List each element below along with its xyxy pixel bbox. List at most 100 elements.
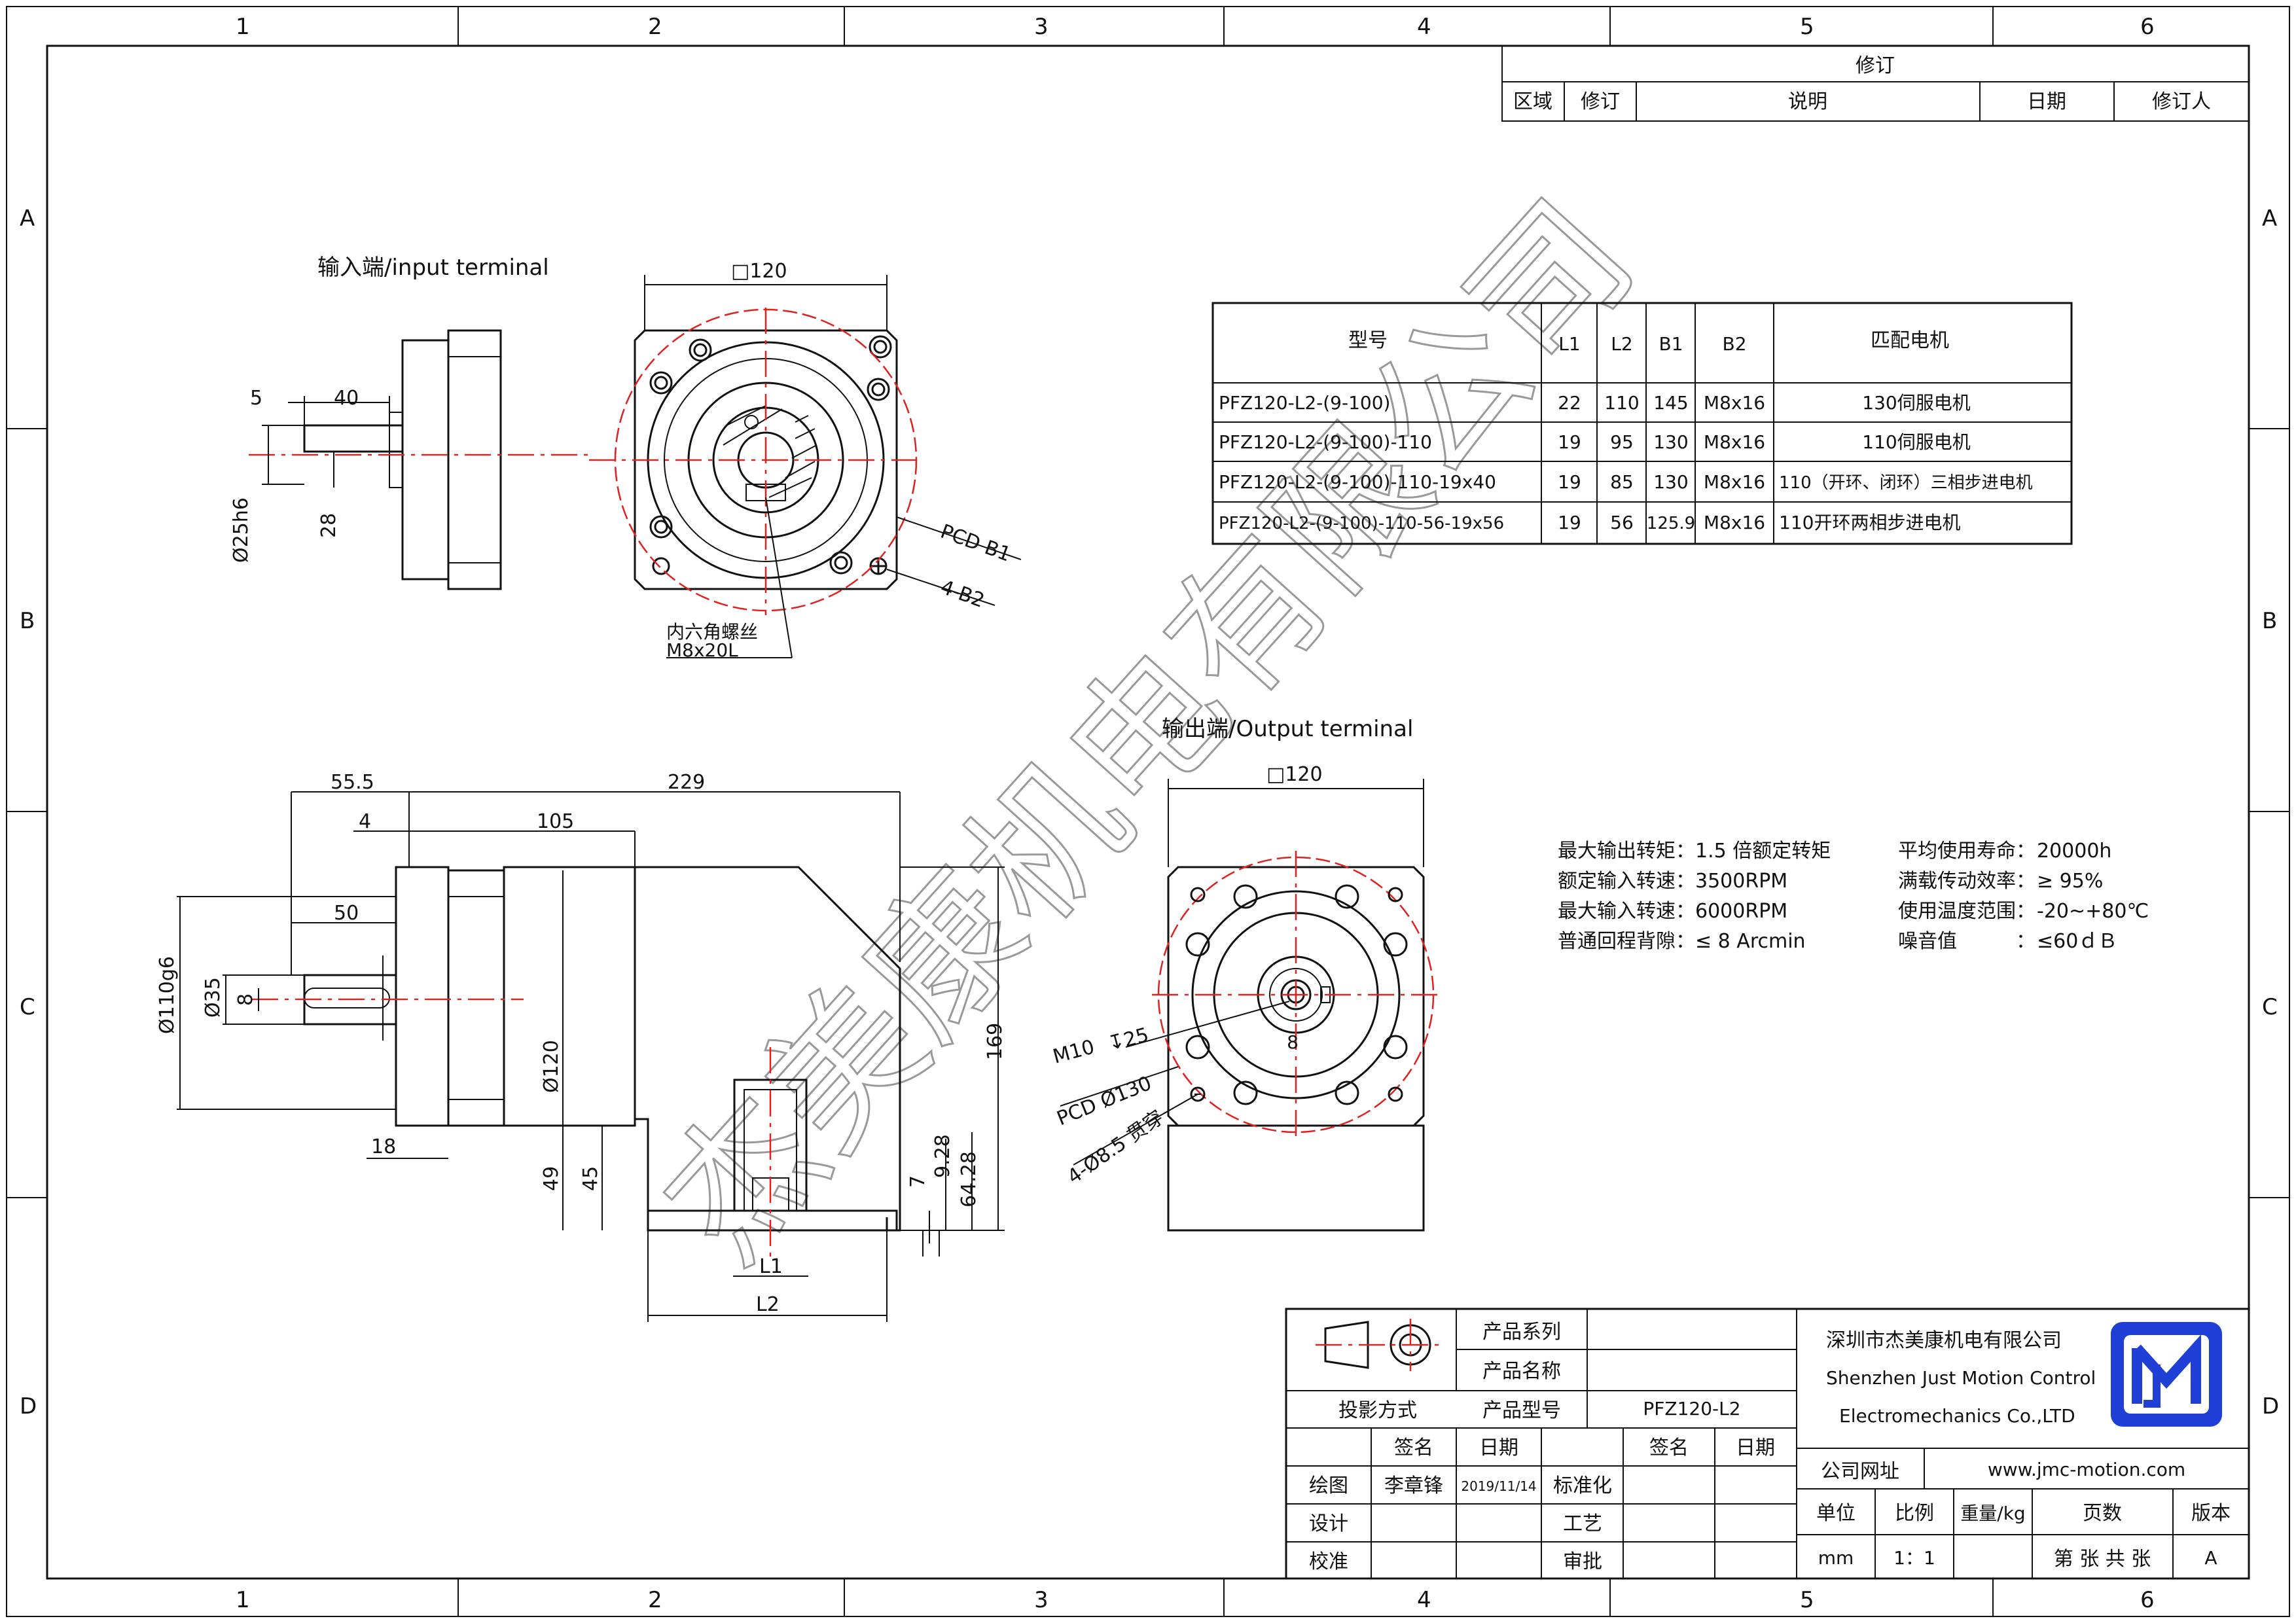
spec-list: 最大输出转矩 ： 1.5 倍额定转矩 额定输入转速 ： 3500RPM 最大输入… — [1558, 840, 2149, 953]
table-row: PFZ120-L2-(9-100)-110-56-19x56 19 56 125… — [1219, 512, 1960, 533]
table-cell: M8x16 — [1704, 471, 1765, 493]
spec-sep: ： — [1676, 840, 1695, 863]
dim-label: 18 — [371, 1135, 396, 1158]
table-cell: 95 — [1610, 431, 1634, 453]
spec-value: ≥ 95% — [2037, 870, 2103, 893]
dim-label: Ø110g6 — [156, 956, 179, 1034]
input-holes-label: 4-B2 — [937, 576, 987, 613]
tb-sign: 签名 — [1649, 1436, 1689, 1459]
tb-date: 日期 — [1479, 1436, 1518, 1459]
spec-sep: ： — [1676, 900, 1695, 923]
tb-pages: 第 张 共 张 — [2054, 1548, 2151, 1571]
table-cell: 130伺服电机 — [1862, 392, 1970, 414]
revision-header: 区域 — [1513, 90, 1552, 113]
table-cell: 110 — [1604, 392, 1639, 414]
revision-header: 说明 — [1788, 90, 1827, 113]
tb-version-label: 版本 — [2191, 1502, 2231, 1525]
table-cell: M8x16 — [1704, 431, 1765, 453]
hatch-area — [723, 405, 817, 498]
revision-header: 修订人 — [2152, 90, 2211, 113]
spec-value: 1.5 倍额定转矩 — [1695, 840, 1831, 863]
table-cell: 130 — [1653, 471, 1688, 493]
spec-label: 满载传动效率 — [1898, 870, 2016, 893]
tb-date: 日期 — [1736, 1436, 1775, 1459]
spec-sep: ： — [2016, 870, 2036, 893]
grid-row-label: B — [2262, 608, 2277, 634]
revision-table: 修订 区域 修订 说明 日期 修订人 — [1501, 45, 2250, 122]
grid-col-label: 6 — [2140, 1587, 2155, 1613]
input-view-title: 输入端/input terminal — [317, 255, 549, 281]
dim-label: 169 — [984, 1023, 1007, 1060]
revision-header: 日期 — [2027, 90, 2066, 113]
screw-label-1: 内六角螺丝 — [666, 621, 758, 643]
tb-drawn: 绘图 — [1309, 1474, 1348, 1497]
dim-label: 229 — [668, 771, 705, 794]
tb-product-name: 产品名称 — [1482, 1360, 1561, 1383]
dim-label: 49 — [540, 1166, 563, 1191]
revision-header: 修订 — [1581, 90, 1620, 113]
spec-sep: ： — [2016, 840, 2036, 863]
tb-approve: 审批 — [1563, 1550, 1602, 1573]
tb-weight-label: 重量/kg — [1960, 1503, 2025, 1524]
spec-label: 使用温度范围 — [1898, 900, 2016, 923]
grid-col-label: 6 — [2140, 14, 2155, 40]
output-view-title: 输出端/Output terminal — [1162, 716, 1413, 742]
tb-sign: 签名 — [1394, 1436, 1433, 1459]
spec-value: 6000RPM — [1695, 900, 1787, 923]
screw-label-2: M8x20L — [666, 639, 738, 661]
tb-drawn-date: 2019/11/14 — [1461, 1478, 1536, 1494]
tb-website: www.jmc-motion.com — [1988, 1459, 2185, 1480]
grid-row-label: D — [20, 1393, 37, 1419]
dim-label: Ø120 — [540, 1040, 563, 1093]
table-cell: 110（开环、闭环）三相步进电机 — [1779, 473, 2033, 493]
output-square-dim: □120 — [1266, 763, 1323, 786]
dim-label: 8 — [234, 993, 257, 1006]
table-header: B2 — [1722, 333, 1746, 355]
tb-website-label: 公司网址 — [1821, 1460, 1899, 1483]
tb-model-value: PFZ120-L2 — [1643, 1398, 1740, 1419]
table-cell: 19 — [1558, 471, 1581, 493]
grid-col-label: 2 — [648, 14, 662, 40]
table-header: 型号 — [1348, 329, 1388, 352]
table-cell: PFZ120-L2-(9-100)-110-56-19x56 — [1219, 514, 1504, 533]
grid-col-label: 1 — [236, 1587, 250, 1613]
table-row: PFZ120-L2-(9-100)-110-19x40 19 85 130 M8… — [1219, 471, 2033, 493]
grid-row-label: A — [2262, 205, 2277, 232]
dim-label: 64.28 — [958, 1151, 980, 1207]
spec-sep: ： — [2016, 930, 2036, 953]
grid-dividers — [7, 7, 2289, 1616]
table-cell: PFZ120-L2-(9-100)-110 — [1219, 431, 1432, 453]
tb-standard: 标准化 — [1553, 1474, 1612, 1497]
tb-scale: 1：1 — [1893, 1547, 1935, 1569]
output-bolt-holes — [1185, 884, 1408, 1105]
dim-label: 55.5 — [331, 771, 374, 794]
dim-label: L1 — [759, 1255, 783, 1278]
table-header: 匹配电机 — [1871, 329, 1949, 352]
side-view: 55.5 229 4 105 50 Ø110g6 Ø35 8 Ø120 169 … — [156, 771, 1007, 1322]
tb-process: 工艺 — [1563, 1512, 1602, 1535]
tb-check: 校准 — [1309, 1550, 1348, 1573]
grid-col-label: 2 — [648, 1587, 662, 1613]
grid-column-labels-top: 1 2 3 4 5 6 — [236, 14, 2155, 40]
input-terminal-view: 输入端/input terminal 5 40 Ø25h6 28 — [230, 255, 1022, 661]
projection-symbol-cone — [1324, 1321, 1369, 1369]
dim-label: 50 — [334, 902, 359, 925]
table-cell: 110伺服电机 — [1862, 431, 1970, 453]
tb-drawn-by: 李章锋 — [1384, 1474, 1443, 1497]
table-header: L2 — [1611, 333, 1632, 355]
grid-column-labels-bottom: 1 2 3 4 5 6 — [236, 1587, 2155, 1613]
table-row: PFZ120-L2-(9-100)-110 19 95 130 M8x16 11… — [1219, 431, 1971, 453]
table-cell: PFZ120-L2-(9-100) — [1219, 392, 1390, 414]
m10-depth-label: 25 — [1121, 1024, 1151, 1052]
spec-sep: ： — [1676, 930, 1695, 953]
dim-label: 9.28 — [931, 1134, 954, 1178]
dim-label: 28 — [317, 513, 340, 538]
table-cell: 19 — [1558, 512, 1581, 533]
table-cell: M8x16 — [1704, 512, 1765, 533]
table-cell: 130 — [1653, 431, 1688, 453]
grid-row-label: B — [20, 608, 35, 634]
spec-label: 平均使用寿命 — [1898, 840, 2016, 863]
grid-row-label: A — [20, 205, 35, 232]
tb-product-model: 产品型号 — [1482, 1399, 1561, 1422]
